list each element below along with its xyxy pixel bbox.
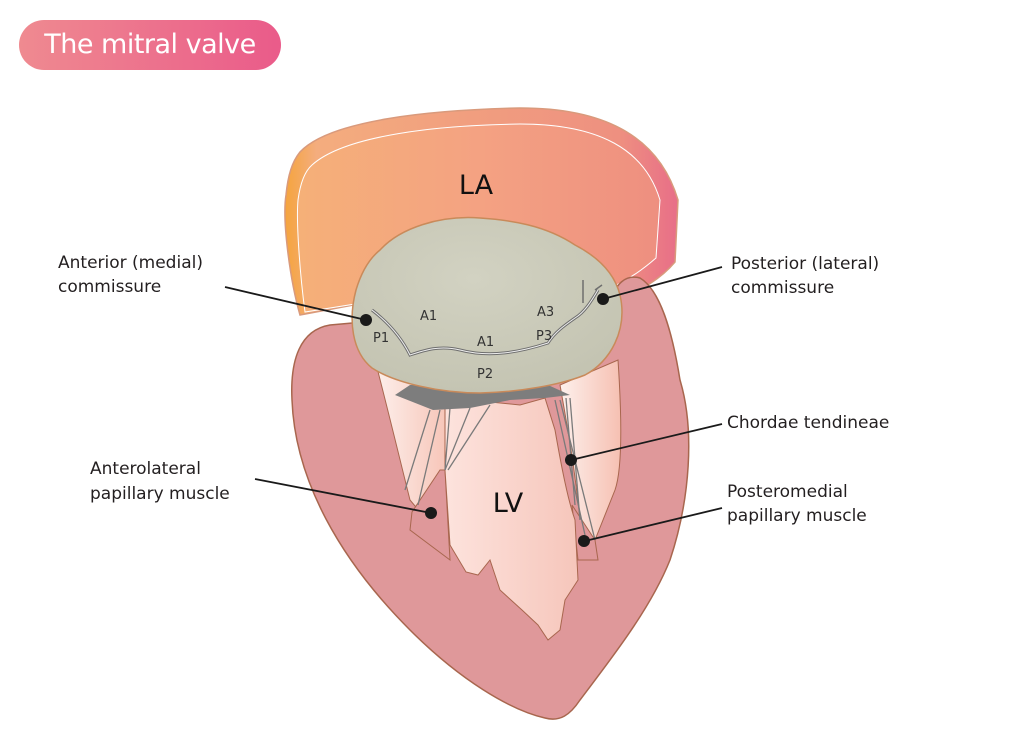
valve-annulus <box>351 216 623 394</box>
leaflet-a1-center: A1 <box>477 335 494 350</box>
lv-label: LV <box>493 488 524 519</box>
callout-chordae-tendineae: Chordae tendineae <box>565 413 889 466</box>
pointer-dot <box>360 314 372 326</box>
chord <box>444 407 451 471</box>
chord <box>404 409 431 491</box>
anterior-commissure-label-line2: commissure <box>58 277 161 297</box>
leaflet-p1: P1 <box>373 331 389 346</box>
leaflet-a1-left: A1 <box>420 309 437 324</box>
chord <box>559 399 596 541</box>
leaflet-p2: P2 <box>477 367 493 382</box>
chord <box>447 404 491 471</box>
chordae-tendineae-label: Chordae tendineae <box>727 413 889 433</box>
pointer-dot <box>565 454 577 466</box>
pointer-line <box>254 478 432 514</box>
left-ventricle: LV <box>291 276 690 720</box>
chord <box>565 397 576 506</box>
leaflet-p3: P3 <box>536 329 552 344</box>
posteromedial-papillary-label-line1: Posteromedial <box>727 482 848 502</box>
pointer-dot <box>425 507 437 519</box>
callout-anterior-commissure: Anterior (medial) commissure <box>58 253 372 326</box>
lv-cavity <box>444 397 579 641</box>
chord <box>417 409 441 506</box>
chordae-attachment <box>395 385 570 410</box>
callout-anterolateral-papillary: Anterolateral papillary muscle <box>90 459 437 519</box>
pointer-dot <box>597 293 609 305</box>
anterolateral-papillary-label-line2: papillary muscle <box>90 484 230 504</box>
title-banner: The mitral valve <box>19 20 281 70</box>
mitral-valve: A1 A1 A3 P1 P2 P3 <box>351 216 623 394</box>
posteromedial-papillary-label-line2: papillary muscle <box>727 506 867 526</box>
chordae-tendineae <box>395 385 596 541</box>
callout-posteromedial-papillary: Posteromedial papillary muscle <box>578 482 867 547</box>
chord <box>444 407 471 471</box>
pointer-line <box>584 507 723 542</box>
anterolateral-papillary-label-line1: Anterolateral <box>90 459 201 479</box>
la-label: LA <box>459 170 494 201</box>
pointer-line <box>602 266 723 300</box>
leaflet-a3: A3 <box>537 305 554 320</box>
pointer-line <box>224 286 367 321</box>
callout-posterior-commissure: Posterior (lateral) commissure <box>597 254 879 305</box>
pointer-line <box>570 423 723 461</box>
anterior-commissure-label-line1: Anterior (medial) <box>58 253 203 273</box>
commissure-branch <box>594 284 603 291</box>
coaptation-highlight <box>371 289 599 356</box>
posterior-commissure-label-line1: Posterior (lateral) <box>731 254 879 274</box>
posterior-commissure-label-line2: commissure <box>731 278 834 298</box>
pointer-dot <box>578 535 590 547</box>
